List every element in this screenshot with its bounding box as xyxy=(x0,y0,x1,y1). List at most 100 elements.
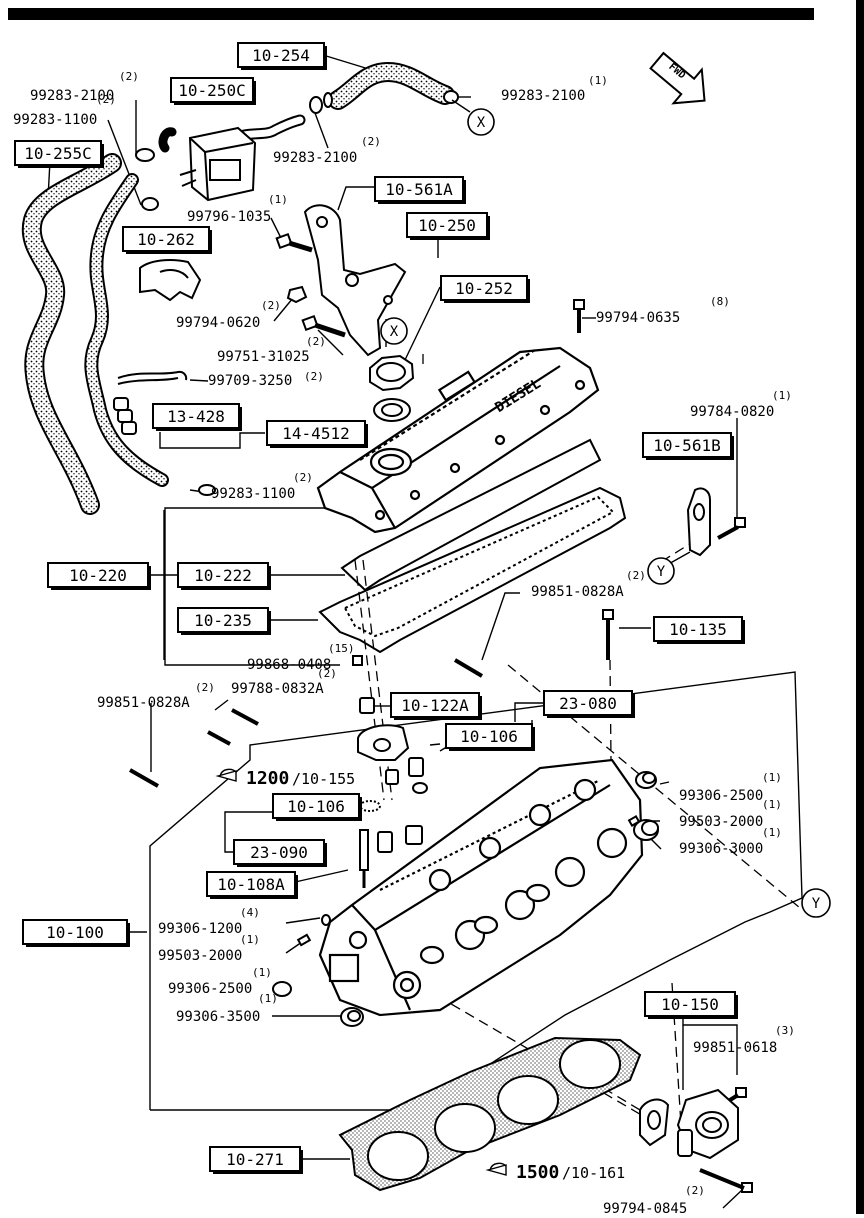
pn-99306-3500: 99306-3500 xyxy=(176,1009,260,1025)
pn-99851-0828A-b-qty: (2) xyxy=(195,681,215,694)
callout-y-1: Y xyxy=(647,557,675,585)
ref-23-090-box: 23-090 xyxy=(233,839,327,867)
pn-99784-0820: 99784-0820 xyxy=(690,404,774,420)
ref-10-106a-box: 10-106 xyxy=(445,723,535,751)
pn-99796-1035: 99796-1035 xyxy=(187,209,271,225)
pn-99283-1100-a-qty: (2) xyxy=(96,93,116,106)
oil-filler-cap xyxy=(369,354,415,422)
ref-10-106b-text: 10-106 xyxy=(287,797,345,816)
pn-99503-2000-a: 99503-2000 xyxy=(679,814,763,830)
ref-10-100-box: 10-100 xyxy=(22,919,130,947)
water-outlet xyxy=(639,1088,739,1160)
pn-99283-2100-b: 99283-2100 xyxy=(501,88,585,104)
pn-99283-2100-c: 99283-2100 xyxy=(273,150,357,166)
pn-99851-0828A-a-qty: (2) xyxy=(626,569,646,582)
pn-99306-2500-b: 99306-2500 xyxy=(168,981,252,997)
pn-99851-0618: 99851-0618 xyxy=(693,1040,777,1056)
pn-99306-1200: 99306-1200 xyxy=(158,921,242,937)
pn-99851-0828A-a: 99851-0828A xyxy=(531,584,624,600)
connector-13-428 xyxy=(113,397,137,435)
ref-10-255C-box: 10-255C xyxy=(14,140,104,168)
ref-10-561B-text: 10-561B xyxy=(653,436,720,455)
ref-10-122A-box: 10-122A xyxy=(390,692,482,720)
pn-99283-1100-a: 99283-1100 xyxy=(13,112,97,128)
ref-10-150-box: 10-150 xyxy=(644,991,738,1019)
svg-text:Y: Y xyxy=(812,896,821,912)
pn-99709-3250-qty: (2) xyxy=(304,370,324,383)
pn-99868-0408: 99868-0408 xyxy=(247,657,331,673)
ref-10-252-box: 10-252 xyxy=(440,275,530,303)
fwd-arrow-icon xyxy=(649,51,706,105)
ref-10-254-box: 10-254 xyxy=(237,42,327,70)
svg-text:X: X xyxy=(477,115,486,131)
pn-99794-0620: 99794-0620 xyxy=(176,315,260,331)
reference-labels: 10-254 10-250C 10-255C 10-561A 10-250 10-262 1… xyxy=(14,42,745,1174)
pn-99794-0635-qty: (8) xyxy=(710,295,730,308)
ref-10-250C-text: 10-250C xyxy=(178,81,245,100)
page-edge xyxy=(856,0,864,1214)
pn-99503-2000-b: 99503-2000 xyxy=(158,948,242,964)
pn-99751-31025: 99751-31025 xyxy=(217,349,310,365)
pn-99306-3500-qty: (1) xyxy=(258,992,278,1005)
ref-10-222-box: 10-222 xyxy=(177,562,271,590)
stud-bolt-icons xyxy=(129,658,484,788)
pn-99306-2500-a-qty: (1) xyxy=(762,771,782,784)
blind-plugs xyxy=(272,771,659,1027)
ref-10-220-text: 10-220 xyxy=(69,566,127,585)
ref-10-262-text: 10-262 xyxy=(137,230,195,249)
ref-10-108A-text: 10-108A xyxy=(217,875,285,894)
ref-10-561A-text: 10-561A xyxy=(385,180,453,199)
svg-text:/10-155: /10-155 xyxy=(292,770,355,788)
pn-99503-2000-b-qty: (1) xyxy=(240,933,260,946)
ref-10-235-box: 10-235 xyxy=(177,607,271,635)
ref-13-428-box: 13-428 xyxy=(152,403,242,431)
cylinder-head-cover xyxy=(316,346,600,534)
torque-ref-1200: 1200 /10-155 xyxy=(215,768,355,789)
pn-99796-1035-qty: (1) xyxy=(268,193,288,206)
ref-10-222-text: 10-222 xyxy=(194,566,252,585)
svg-text:X: X xyxy=(390,324,399,340)
head-gasket xyxy=(338,1036,642,1192)
pn-99788-0832A-qty: (2) xyxy=(317,667,337,680)
callout-x-1: X xyxy=(467,108,495,136)
bolt-icons xyxy=(275,232,753,1193)
ref-23-080-box: 23-080 xyxy=(543,690,635,718)
hose-lower-left xyxy=(84,173,169,487)
pn-99306-2500-a: 99306-2500 xyxy=(679,788,763,804)
ref-10-250-box: 10-250 xyxy=(406,212,490,240)
ref-10-150-text: 10-150 xyxy=(661,995,719,1014)
pn-99306-3000: 99306-3000 xyxy=(679,841,763,857)
pn-99794-0635: 99794-0635 xyxy=(596,310,680,326)
bracket-10-561B xyxy=(686,487,711,557)
pn-99306-3000-qty: (1) xyxy=(762,826,782,839)
ref-10-106b-box: 10-106 xyxy=(272,793,362,821)
ref-10-235-text: 10-235 xyxy=(194,611,252,630)
svg-text:1200: 1200 xyxy=(246,768,289,789)
ref-10-254-text: 10-254 xyxy=(252,46,310,65)
ref-10-262-box: 10-262 xyxy=(122,226,212,254)
pn-99306-2500-b-qty: (1) xyxy=(252,966,272,979)
pn-99306-1200-qty: (4) xyxy=(240,906,260,919)
ref-10-561B-box: 10-561B xyxy=(642,432,734,460)
ref-10-135-box: 10-135 xyxy=(653,616,745,644)
svg-text:Y: Y xyxy=(657,564,666,580)
pn-99751-31025-qty: (2) xyxy=(306,335,326,348)
pn-99868-0408-qty: (15) xyxy=(328,642,355,655)
ref-10-271-text: 10-271 xyxy=(226,1150,284,1169)
bracket-10-262 xyxy=(139,259,202,302)
ref-10-108A-box: 10-108A xyxy=(206,871,298,899)
ref-14-4512-box: 14-4512 xyxy=(266,420,368,448)
torque-ref-1500: 1500 /10-161 xyxy=(485,1162,625,1183)
ref-10-135-text: 10-135 xyxy=(669,620,727,639)
clamp-99709-3250 xyxy=(117,370,188,385)
pn-99794-0845: 99794-0845 xyxy=(603,1201,687,1214)
ref-10-100-text: 10-100 xyxy=(46,923,104,942)
pn-99503-2000-a-qty: (1) xyxy=(762,798,782,811)
ref-23-090-text: 23-090 xyxy=(250,843,308,862)
svg-text:/10-161: /10-161 xyxy=(562,1164,625,1182)
ref-10-220-box: 10-220 xyxy=(47,562,151,590)
head-cover-gasket xyxy=(318,486,627,654)
oil-separator xyxy=(179,126,257,202)
